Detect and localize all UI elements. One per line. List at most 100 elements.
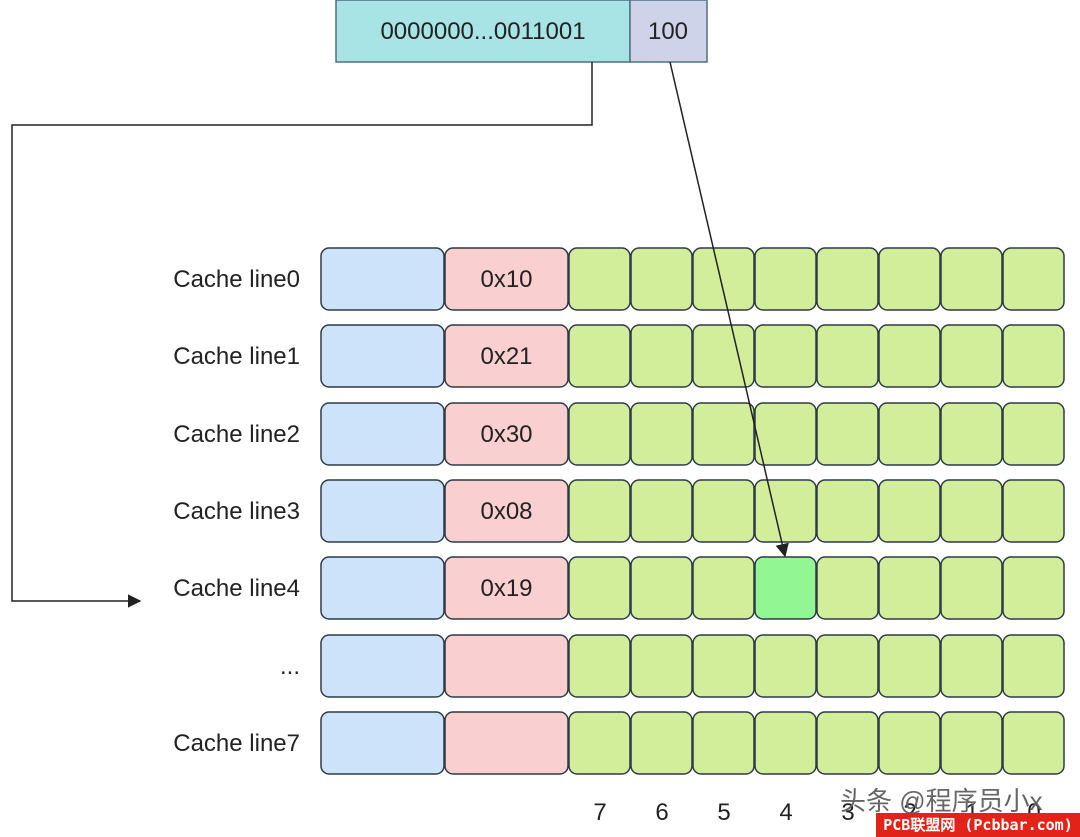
data-byte-cell [630,634,693,698]
tag-cell [444,247,569,311]
data-byte-cell [630,479,693,543]
data-byte-cell [568,634,631,698]
data-byte-cell [816,247,879,311]
valid-cell [320,247,445,311]
data-byte-cell [816,556,879,620]
address-offset-bits: 100 [648,18,688,45]
tag-cell [444,479,569,543]
watermark: 头条 @程序员小x PCB联盟网 (Pcbbar.com) [840,786,1080,837]
tag-cell [444,324,569,388]
data-byte-cell [754,324,817,388]
data-byte-cell [940,634,1003,698]
tag-value: 0x19 [480,575,532,602]
data-byte-cell [630,324,693,388]
cache-line-label: Cache line2 [173,421,300,448]
data-byte-cell [568,402,631,466]
data-byte-cell [1002,556,1065,620]
data-byte-cell [1002,634,1065,698]
data-byte-cell [692,634,755,698]
byte-index-label: 6 [655,799,668,826]
data-byte-cell [816,402,879,466]
data-byte-cell [1002,711,1065,775]
data-byte-cell [630,247,693,311]
address-tag-field [335,0,631,63]
byte-index-label: 3 [841,799,854,826]
data-byte-cell [568,711,631,775]
data-byte-cell [816,324,879,388]
valid-cell [320,556,445,620]
data-byte-cell [1002,324,1065,388]
tag-cell [444,402,569,466]
valid-cell [320,711,445,775]
tag-value: 0x08 [480,498,532,525]
data-byte-cell [568,324,631,388]
valid-cell [320,479,445,543]
cache-line-row: ... [280,634,1065,698]
data-byte-cell [630,711,693,775]
valid-cell [320,324,445,388]
cache-line-row: Cache line2 0x30 [173,402,1065,466]
data-byte-cell [692,711,755,775]
byte-index-label: 7 [593,799,606,826]
data-byte-cell [568,479,631,543]
data-byte-cell [692,324,755,388]
tag-cell [444,634,569,698]
data-byte-cell [754,402,817,466]
data-byte-cell [692,479,755,543]
data-byte-cell [878,247,941,311]
data-byte-cell [754,634,817,698]
data-byte-cell [878,634,941,698]
tag-cell [444,711,569,775]
cache-line-label: Cache line4 [173,575,300,602]
data-byte-cell [816,711,879,775]
data-byte-cell [568,247,631,311]
cache-line-label: Cache line1 [173,343,300,370]
data-byte-cell [630,556,693,620]
address-offset-field [629,0,708,63]
watermark-line1: 头条 @程序员小x [840,786,1043,816]
data-byte-cell [630,402,693,466]
data-byte-cell [878,324,941,388]
address-tag-bits: 0000000...0011001 [380,18,585,45]
data-byte-cell [816,479,879,543]
tag-value: 0x21 [480,343,532,370]
watermark-badge [876,813,1080,837]
cache-line-label: Cache line0 [173,266,300,293]
data-byte-cell [878,402,941,466]
byte-index-label: 4 [779,799,792,826]
data-byte-cell [940,247,1003,311]
data-byte-cell [940,324,1003,388]
selected-byte-cell [754,556,817,620]
tag-cell [444,556,569,620]
watermark-line2: PCB联盟网 (Pcbbar.com) [883,816,1073,834]
data-byte-cell [1002,247,1065,311]
cache-line-label: Cache line3 [173,498,300,525]
data-byte-cell [754,711,817,775]
tag-value: 0x30 [480,421,532,448]
cache-line-label: Cache line7 [173,730,300,757]
valid-cell [320,402,445,466]
cache-line-row: Cache line4 0x19 [173,556,1065,620]
data-byte-cell [568,556,631,620]
cache-line-label: ... [280,653,300,680]
data-byte-cell [940,402,1003,466]
address-register: 0000000...0011001 100 [335,0,708,63]
data-byte-cell [754,247,817,311]
data-byte-cell [1002,479,1065,543]
byte-index-label: 5 [717,799,730,826]
valid-cell [320,634,445,698]
data-byte-cell [816,634,879,698]
data-byte-cell [1002,402,1065,466]
offset-select-arrow [669,61,789,558]
cache-line-row: Cache line3 0x08 [173,479,1065,543]
data-byte-cell [940,479,1003,543]
data-byte-cell [940,556,1003,620]
data-byte-cell [692,402,755,466]
data-byte-cell [754,479,817,543]
data-byte-cell [692,556,755,620]
data-byte-cell [878,711,941,775]
cache-line-row: Cache line1 0x21 [173,324,1065,388]
